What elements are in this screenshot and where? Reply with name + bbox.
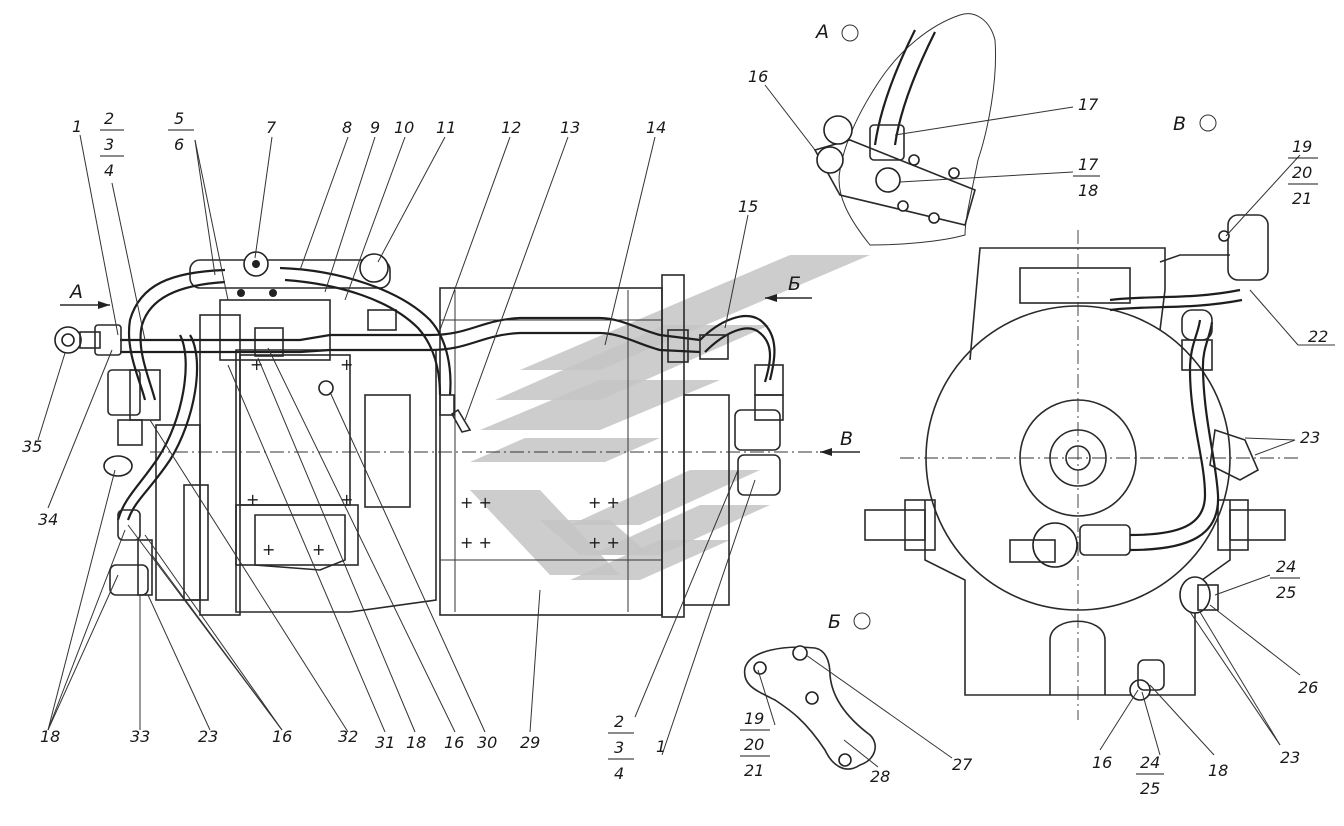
- callout-24-view-v-bottom: 24: [1140, 753, 1160, 772]
- callout-18-bottom: 18: [406, 733, 426, 752]
- callout-19-view-v: 19: [1292, 137, 1312, 156]
- callout-33: 33: [130, 727, 150, 746]
- svg-text:+ +: + +: [588, 533, 620, 552]
- view-arrow-b: Б: [765, 273, 812, 302]
- main-side-view: + + + + + + + + + + + + + +: [54, 251, 860, 618]
- callout-7: 7: [266, 118, 277, 137]
- callout-13: 13: [560, 118, 580, 137]
- callout-23-view-v-bottom: 23: [1280, 748, 1300, 767]
- watermark-logo: [470, 255, 870, 580]
- callout-25-view-v-bottom: 25: [1140, 779, 1160, 798]
- callout-2-bottom: 2: [614, 712, 624, 731]
- callout-16-bottom-left: 16: [272, 727, 292, 746]
- callout-17b-view-a: 17: [1078, 155, 1099, 174]
- callout-3-bottom: 3: [614, 738, 624, 757]
- callout-18-view-v: 18: [1208, 761, 1228, 780]
- callout-6: 6: [174, 135, 184, 154]
- callout-27: 27: [952, 755, 973, 774]
- callout-15: 15: [738, 197, 758, 216]
- callout-23-view-v-right: 23: [1300, 428, 1320, 447]
- callout-35: 35: [22, 437, 42, 456]
- view-a-label: А: [814, 21, 829, 43]
- callout-22: 22: [1308, 327, 1328, 346]
- callout-31: 31: [375, 733, 395, 752]
- callout-34: 34: [38, 510, 58, 529]
- view-v-end: В: [864, 113, 1300, 720]
- callout-5: 5: [174, 109, 184, 128]
- callout-18-view-a: 18: [1078, 181, 1098, 200]
- callout-21-view-v: 21: [1292, 189, 1312, 208]
- leader-lines: [37, 84, 1335, 768]
- callout-23-bottom-left: 23: [198, 727, 218, 746]
- view-arrow-a: А: [60, 281, 110, 309]
- svg-text:Б: Б: [788, 273, 801, 295]
- svg-text:+: +: [246, 490, 259, 509]
- callout-16-view-v: 16: [1092, 753, 1112, 772]
- callout-30: 30: [477, 733, 497, 752]
- svg-text:В: В: [840, 428, 853, 450]
- view-b-label: Б: [828, 611, 841, 633]
- callout-11: 11: [436, 118, 456, 137]
- callout-9: 9: [370, 118, 380, 137]
- callout-14: 14: [646, 118, 666, 137]
- callout-17-view-a: 17: [1078, 95, 1099, 114]
- callout-18-bottom-left: 18: [40, 727, 60, 746]
- callout-28: 28: [870, 767, 890, 786]
- callout-2-top: 2: [104, 109, 114, 128]
- callout-4-bottom: 4: [614, 764, 624, 783]
- svg-text:+ +: + +: [588, 493, 620, 512]
- callout-24-view-v: 24: [1276, 557, 1296, 576]
- svg-text:+: +: [250, 355, 263, 374]
- callout-21-view-b: 21: [744, 761, 764, 780]
- callout-labels: 1 2 3 4 5 6 7 8 9 10 11 12 13 14 15 16 1…: [22, 67, 1328, 798]
- view-arrow-v: В: [820, 428, 860, 456]
- callout-26: 26: [1298, 678, 1318, 697]
- svg-text:+: +: [340, 355, 353, 374]
- callout-32: 32: [338, 727, 358, 746]
- callout-1: 1: [72, 117, 82, 136]
- callout-12: 12: [501, 118, 521, 137]
- callout-16-view-a: 16: [748, 67, 768, 86]
- callout-8: 8: [342, 118, 352, 137]
- svg-text:+ +: + +: [460, 533, 492, 552]
- view-b-bracket: Б: [743, 611, 876, 770]
- callout-25-view-v: 25: [1276, 583, 1296, 602]
- view-v-label: В: [1173, 113, 1186, 135]
- callout-10: 10: [394, 118, 414, 137]
- callout-3-top: 3: [104, 135, 114, 154]
- svg-text:А: А: [68, 281, 83, 303]
- svg-text:+: +: [340, 490, 353, 509]
- callout-29: 29: [520, 733, 540, 752]
- callout-20-view-b: 20: [744, 735, 764, 754]
- svg-text:+: +: [312, 540, 325, 559]
- callout-19-view-b: 19: [744, 709, 764, 728]
- callout-4-top: 4: [104, 161, 114, 180]
- svg-text:+ +: + +: [460, 493, 492, 512]
- svg-text:+: +: [262, 540, 275, 559]
- callout-16-bottom: 16: [444, 733, 464, 752]
- callout-1-bottom: 1: [656, 737, 666, 756]
- view-a-detail: А: [813, 13, 996, 246]
- callout-20-view-v: 20: [1292, 163, 1312, 182]
